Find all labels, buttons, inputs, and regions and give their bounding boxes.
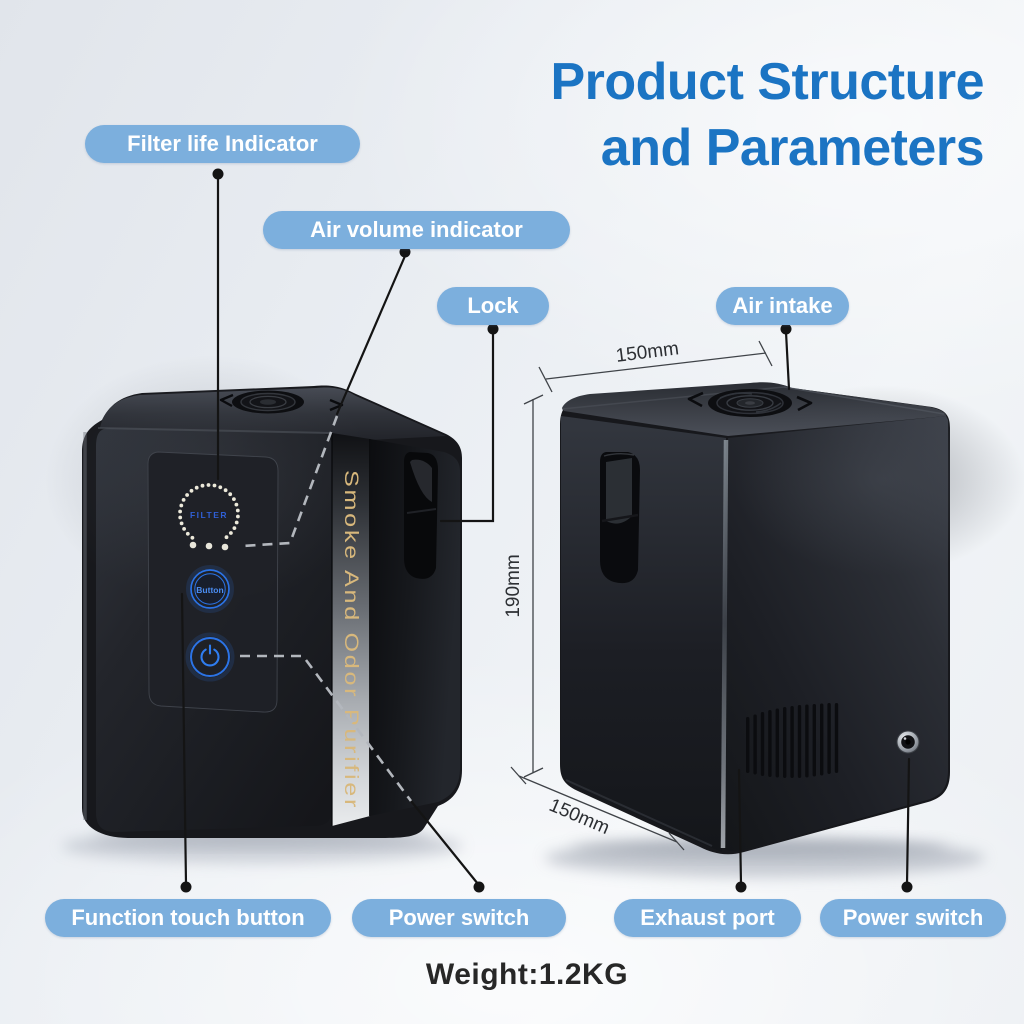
callout-dot	[212, 168, 224, 180]
dashed-line-power-front	[240, 654, 413, 802]
dimension-height: 190mm	[503, 394, 544, 778]
callout-line-air-volume	[335, 254, 407, 416]
callout-line-function-touch	[180, 592, 188, 886]
callout-dot	[901, 881, 913, 893]
callout-pill-air-intake: Air intake	[716, 287, 849, 325]
dimension-height-text: 190mm	[503, 554, 524, 617]
lock-recess-left	[404, 452, 438, 579]
callout-line-air-intake	[784, 330, 791, 391]
filter-ring-dots	[178, 483, 240, 540]
right-device	[560, 382, 1024, 855]
callout-pill-power-switch-rear: Power switch	[820, 899, 1006, 937]
callout-dot	[473, 881, 485, 893]
callout-label: Power switch	[388, 905, 530, 930]
mode-button: Button	[186, 565, 234, 613]
callout-dot	[180, 881, 192, 893]
callout-pill-power-switch-front: Power switch	[352, 899, 566, 937]
callout-dot	[780, 323, 792, 335]
callout-label: Lock	[467, 293, 519, 318]
power-button	[185, 632, 235, 682]
weight-text: Weight:1.2KG	[425, 958, 629, 991]
callout-line-power-rear	[905, 757, 911, 886]
page-title-line2: and Parameters	[600, 118, 985, 177]
callout-label: Air volume indicator	[310, 217, 523, 242]
air-intake-fan-icon	[687, 389, 813, 417]
callout-line-power-front	[409, 799, 480, 886]
callout-line-exhaust	[737, 768, 743, 886]
callout-pill-exhaust-port: Exhaust port	[614, 899, 801, 937]
fan-icon-left	[219, 390, 344, 414]
callout-label: Air intake	[732, 293, 833, 318]
page-title-line1: Product Structure	[550, 53, 984, 111]
callout-pill-function-touch: Function touch button	[45, 899, 331, 937]
dimension-top-width-text: 150mm	[615, 338, 680, 367]
power-icon	[200, 644, 220, 667]
filter-life-ring: FILTER	[178, 483, 240, 540]
air-volume-dots	[189, 541, 229, 551]
control-panel: FILTER Button	[147, 451, 279, 713]
mode-button-label: Button	[196, 585, 223, 595]
callout-dot	[487, 323, 499, 335]
exhaust-grille	[746, 703, 839, 778]
callout-line-lock	[439, 330, 495, 523]
filter-ring-label: FILTER	[190, 510, 228, 520]
callout-pill-lock: Lock	[437, 287, 549, 325]
callout-lines	[180, 168, 913, 893]
callout-label: Power switch	[842, 905, 984, 930]
left-device: Smoke And Odor Purifier FILTER	[45, 355, 462, 838]
callout-pill-filter-life: Filter life Indicator	[85, 125, 360, 163]
brand-strip: Smoke And Odor Purifier	[331, 433, 371, 826]
brand-strip-text: Smoke And Odor Purifier	[340, 470, 361, 810]
lock-recess-right	[600, 452, 640, 584]
callout-label: Filter life Indicator	[127, 131, 318, 156]
callout-dot	[735, 881, 747, 893]
power-port	[896, 730, 920, 754]
page-title: Product Structure and Parameters	[550, 50, 984, 181]
callout-pill-air-volume: Air volume indicator	[263, 211, 570, 249]
callout-dot	[399, 246, 411, 258]
callout-label: Function touch button	[71, 905, 305, 930]
callout-label: Exhaust port	[640, 905, 775, 930]
